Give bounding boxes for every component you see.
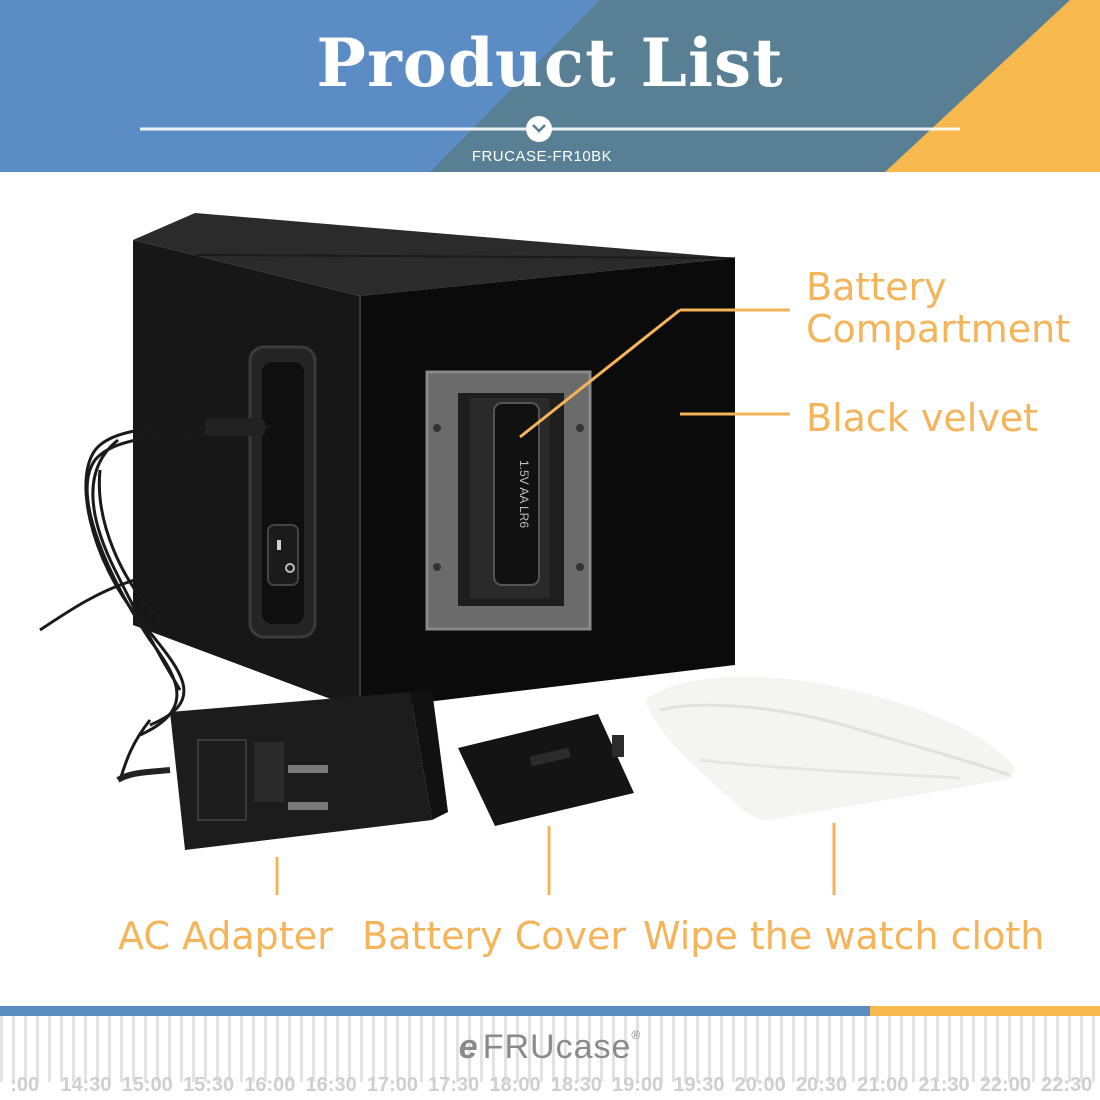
cleaning-cloth	[645, 676, 1015, 820]
banner-background	[0, 0, 1100, 172]
timeline-tick-label: 16:00	[244, 1074, 296, 1096]
timeline-tick-label: :00	[10, 1074, 40, 1096]
label-wipe-cloth: Wipe the watch cloth	[643, 914, 1045, 958]
ac-adapter	[116, 690, 448, 850]
timeline-tick-label: 17:30	[428, 1074, 480, 1096]
footer-stripe-blue	[0, 1006, 870, 1016]
footer-tick-pattern	[0, 1016, 1100, 1082]
footer-timeline: :00 14:30 15:00 15:30 16:00 16:30 17:00 17:30 18…	[0, 1074, 1100, 1097]
brand-logo-icon: e	[458, 1028, 479, 1066]
timeline-tick-label: 14:30	[60, 1074, 112, 1096]
power-cord	[39, 425, 271, 781]
callout-lines	[275, 308, 836, 895]
footer-stripe-orange	[870, 1006, 1100, 1016]
model-number: FRUCASE-FR10BK	[471, 148, 613, 165]
timeline-tick-label: 22:30	[1041, 1074, 1093, 1096]
timeline-tick-label: 18:30	[550, 1074, 602, 1096]
timeline-tick-label: 22:00	[979, 1074, 1031, 1096]
label-black-velvet: Black velvet	[806, 396, 1039, 440]
timeline-tick-label: 19:30	[673, 1074, 725, 1096]
battery-label: 1.5V AA LR6	[517, 460, 531, 528]
label-battery-compartment-line2: Compartment	[806, 307, 1071, 351]
battery-cover	[458, 714, 634, 826]
header-banner: Product List FRUCASE-FR10BK	[0, 0, 1100, 172]
registered-mark: ®	[631, 1028, 642, 1042]
label-battery-compartment: Battery Compartment	[806, 266, 1070, 350]
timeline-tick-label: 16:30	[305, 1074, 357, 1096]
timeline-tick-label: 19:00	[612, 1074, 664, 1096]
label-battery-cover: Battery Cover	[362, 914, 626, 958]
timeline-tick-label: 21:30	[918, 1074, 970, 1096]
label-battery-compartment-line1: Battery	[806, 265, 947, 309]
timeline-tick-label: 20:30	[795, 1074, 848, 1096]
page-title: Product List	[316, 24, 784, 102]
product-scene: 1.5V AA LR6	[0, 172, 1100, 1012]
timeline-tick-label: 17:00	[366, 1074, 418, 1096]
timeline-tick-label: 18:00	[489, 1074, 541, 1096]
power-switch-panel	[248, 345, 317, 639]
product-illustration: 1.5V AA LR6	[39, 213, 1015, 895]
label-ac-adapter: AC Adapter	[118, 914, 333, 958]
timeline-tick-label: 15:30	[182, 1074, 235, 1096]
timeline-tick-label: 21:00	[857, 1074, 909, 1096]
brand-name: FRUcase	[482, 1028, 632, 1066]
battery-compartment: 1.5V AA LR6	[425, 370, 592, 631]
timeline-tick-label: 15:00	[121, 1074, 173, 1096]
timeline-tick-label: 20:00	[734, 1074, 786, 1096]
